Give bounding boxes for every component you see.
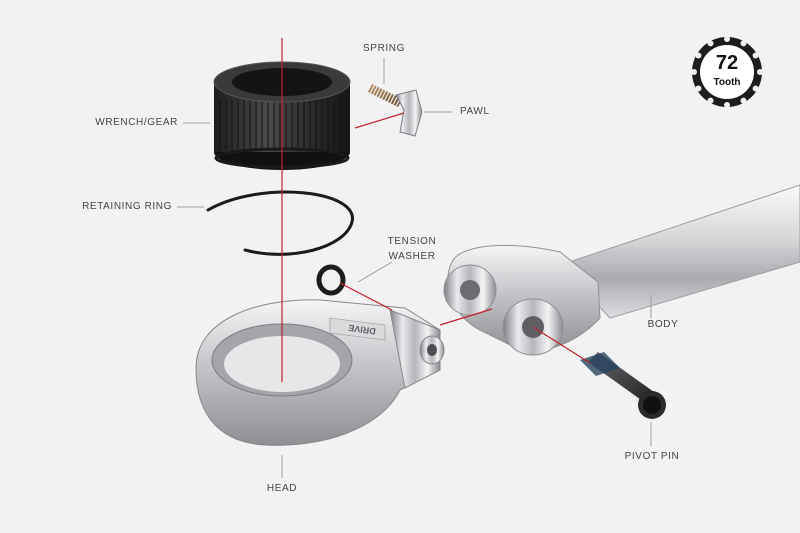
hinge-axis-line [439,308,493,326]
label-pawl: PAWL [460,106,490,117]
washer-axis-line [339,282,393,311]
label-tension: TENSION [387,236,437,247]
label-wrench-gear: WRENCH/GEAR [95,117,178,128]
pivot-pin-part [580,352,666,419]
label-washer: WASHER [388,251,436,262]
badge-number: 72 [715,52,739,74]
tooth-count-badge: 72 Tooth [690,35,764,109]
label-pivot-pin: PIVOT PIN [624,451,680,462]
label-spring: SPRING [363,43,405,54]
head-part: DRIVE [195,299,445,446]
pawl-axis-line [354,112,405,129]
gear-badge-icon [691,36,763,108]
pawl-part [395,89,423,137]
label-retaining-ring: RETAINING RING [82,201,172,212]
body-part [443,184,800,356]
leader-lines [177,58,652,478]
drive-engraving: DRIVE [348,323,377,337]
retaining-ring-part [206,190,354,256]
spring-part [367,83,403,108]
label-head: HEAD [266,483,298,494]
tension-washer-part [316,264,346,296]
pin-axis-line [532,326,591,364]
label-body: BODY [647,319,679,330]
badge-text: Tooth [713,77,741,88]
